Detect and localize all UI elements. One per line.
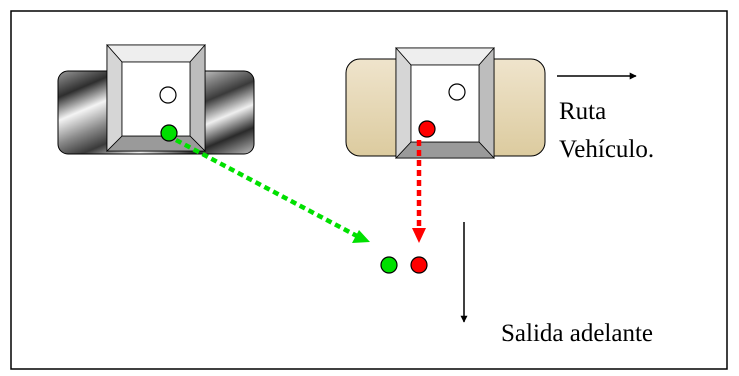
left-bevel-bottom — [106, 135, 206, 152]
right-bevel-left — [395, 46, 412, 160]
left-bevel-left — [106, 43, 123, 152]
left-block — [57, 43, 255, 155]
left-bevel-top — [106, 44, 206, 63]
right-block — [345, 46, 546, 160]
dest-red-dot — [410, 256, 428, 274]
route-label-line2: Vehículo. — [559, 136, 654, 163]
left-green-dot — [160, 124, 178, 142]
green-arrowhead — [352, 230, 370, 243]
left-white-dot — [159, 86, 177, 104]
right-bevel-right — [478, 46, 495, 160]
right-red-dot — [418, 120, 436, 138]
red-arrowhead — [412, 228, 426, 243]
left-bevel-right — [189, 43, 206, 152]
left-socket-face — [121, 61, 191, 137]
exit-label: Salida adelante — [501, 320, 653, 347]
route-label-line1: Ruta — [559, 98, 606, 125]
right-bevel-bottom — [395, 141, 495, 159]
right-white-dot — [448, 83, 466, 101]
right-bevel-top — [395, 47, 495, 66]
dest-green-dot — [380, 256, 398, 274]
green-dotted-path — [174, 138, 359, 238]
